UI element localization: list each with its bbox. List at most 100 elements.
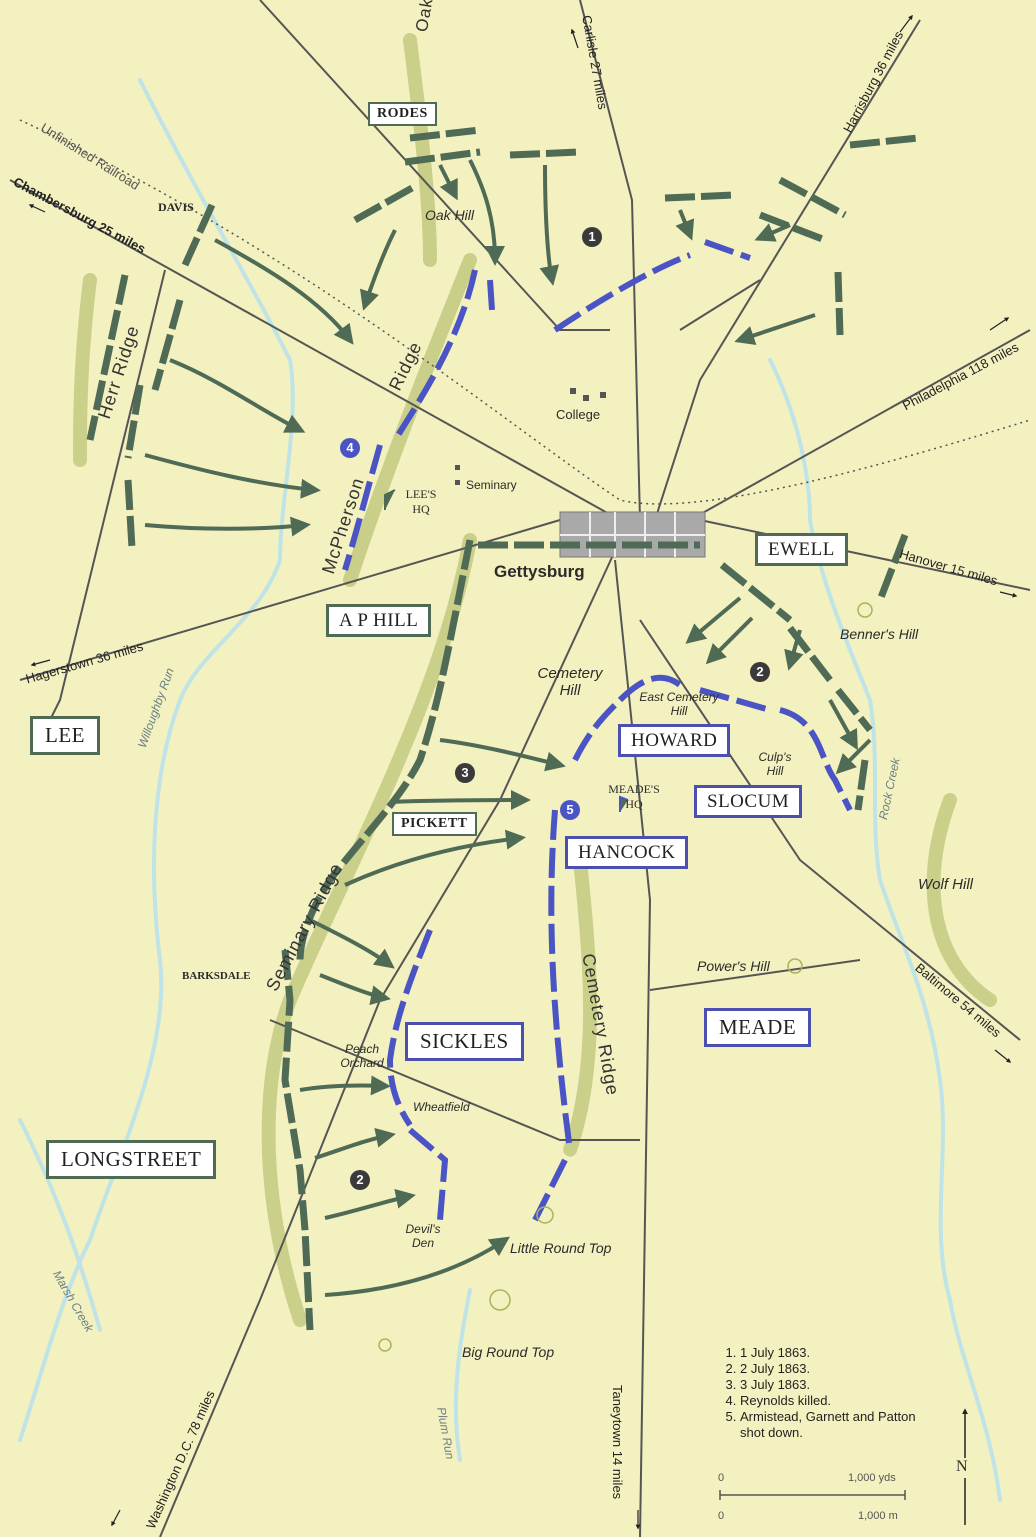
philadelphia-road [689, 329, 1031, 521]
iron-brigade-line-2 [487, 279, 495, 311]
peach-orchard-label: Peach Orchard [340, 1042, 384, 1070]
union-north-line-2 [703, 239, 752, 261]
scale-bar [719, 1490, 906, 1500]
big-round-top [489, 1289, 511, 1311]
barksdale-label: BARKSDALE [182, 970, 251, 982]
seminary-label: Seminary [466, 478, 517, 492]
gettysburg-label: Gettysburg [494, 562, 585, 581]
york-road [679, 279, 761, 331]
legend-item: Armistead, Garnett and Patton shot down. [740, 1409, 920, 1441]
powers-hill [787, 958, 803, 974]
big-round-top-label: Big Round Top [462, 1344, 555, 1360]
marker-5: 5 [560, 800, 580, 820]
rock-creek-stream [768, 358, 1002, 1502]
davis-label: DAVIS [158, 200, 194, 214]
cross-road-oak-hill [259, 0, 610, 331]
wolf-hill-label: Wolf Hill [918, 876, 973, 893]
iverson-line [353, 184, 414, 224]
harrisburg-road [654, 19, 921, 521]
ewell-line-3 [835, 687, 873, 733]
marker-3: 3 [455, 763, 475, 783]
ewell-far-line [876, 533, 909, 602]
plum-run-stream [453, 1288, 472, 1462]
wheatfield-label: Wheatfield [413, 1100, 470, 1114]
scale-m: 1,000 m [858, 1510, 898, 1522]
confederate-arrows [144, 159, 872, 1297]
sickles-line-2 [408, 1127, 449, 1221]
herr-ridge-line-3 [124, 384, 144, 459]
willoughby-run-stream [18, 78, 295, 1442]
longstreet-label: LONGSTREET [46, 1140, 217, 1179]
scale-zero-m: 0 [718, 1510, 725, 1522]
early-line-4 [849, 134, 919, 149]
scale-yds: 1,000 yds [848, 1472, 896, 1484]
seminary-ridge-line [296, 539, 474, 961]
marsh-creek-stream [18, 1118, 102, 1332]
legend-item: Reynolds killed. [740, 1393, 920, 1409]
taneytown-road-label: Taneytown 14 miles [610, 1385, 625, 1500]
little-round-top-line [532, 1158, 568, 1222]
early-line-3 [758, 211, 827, 244]
meades-hq-flag [619, 795, 629, 812]
herr-ridge-line-1 [86, 274, 129, 441]
meades-hq-label: MEADE'S HQ [608, 782, 660, 811]
ewell-line-2 [787, 625, 833, 683]
carlisle-road [579, 0, 641, 521]
meade-label: MEADE [704, 1008, 812, 1047]
taneytown-road [614, 559, 652, 1537]
oak-ridge-hatch [403, 33, 437, 267]
oak-hill-label: Oak Hill [425, 207, 475, 223]
early-line-2 [778, 176, 847, 219]
legend-item: 1 July 1863. [740, 1345, 920, 1361]
rodes-line-2 [404, 148, 481, 166]
legend: 1 July 1863. 2 July 1863. 3 July 1863. R… [718, 1345, 920, 1441]
howard-label: HOWARD [618, 724, 731, 757]
streams [18, 78, 1002, 1502]
lee-label: LEE [30, 716, 100, 755]
early-line-5 [834, 271, 844, 336]
ewell-line-1 [719, 562, 793, 623]
slocum-label: SLOCUM [694, 785, 803, 818]
rodes-line [409, 126, 481, 142]
cemetery-hill-label: Cemetery Hill [537, 665, 603, 699]
iron-brigade-line [392, 269, 478, 442]
college-label: College [556, 407, 601, 422]
unfinished-railroad [19, 119, 1031, 505]
scale-zero-yds: 0 [718, 1472, 725, 1484]
powers-hill-label: Power's Hill [697, 958, 770, 974]
marker-4: 4 [340, 438, 360, 458]
culps-hill-line [779, 707, 853, 812]
little-round-top-label: Little Round Top [510, 1240, 612, 1256]
devils-den-label: Devil's Den [405, 1222, 441, 1250]
culps-hill-label: Culp's Hill [758, 750, 792, 778]
rodes-line-3 [509, 148, 581, 159]
rodes-label: RODES [368, 102, 437, 126]
cemetery-hill-line [617, 674, 682, 703]
east-cemetery-hill-label: East Cemetery Hill [639, 690, 719, 718]
east-cemetery-line [699, 687, 771, 713]
marker-2-east: 2 [750, 662, 770, 682]
marker-2-west: 2 [350, 1170, 370, 1190]
town-grid [560, 512, 705, 557]
herr-ridge-line-4 [124, 479, 136, 549]
lees-hq-label: LEE'S HQ [405, 487, 437, 516]
road-arrows [28, 14, 1018, 1530]
hanover-road [699, 519, 1031, 591]
legend-item: 3 July 1863. [740, 1377, 920, 1393]
cemetery-ridge-hatch [563, 853, 597, 1157]
early-line [664, 191, 736, 202]
cross-road-peach-orchard [269, 1019, 640, 1141]
sickles-label: SICKLES [405, 1022, 524, 1061]
ewell-label: EWELL [755, 533, 848, 566]
union-lines [342, 239, 853, 1222]
herr-ridge-line-2 [151, 299, 184, 391]
lees-hq-flag [384, 489, 396, 510]
benners-hill-label: Benner's Hill [840, 626, 919, 642]
baltimore-road [639, 619, 1021, 1041]
hq-flags [384, 489, 629, 812]
howard-line [572, 702, 618, 762]
mcpherson-line [342, 444, 383, 571]
hill-markers [378, 602, 873, 1352]
